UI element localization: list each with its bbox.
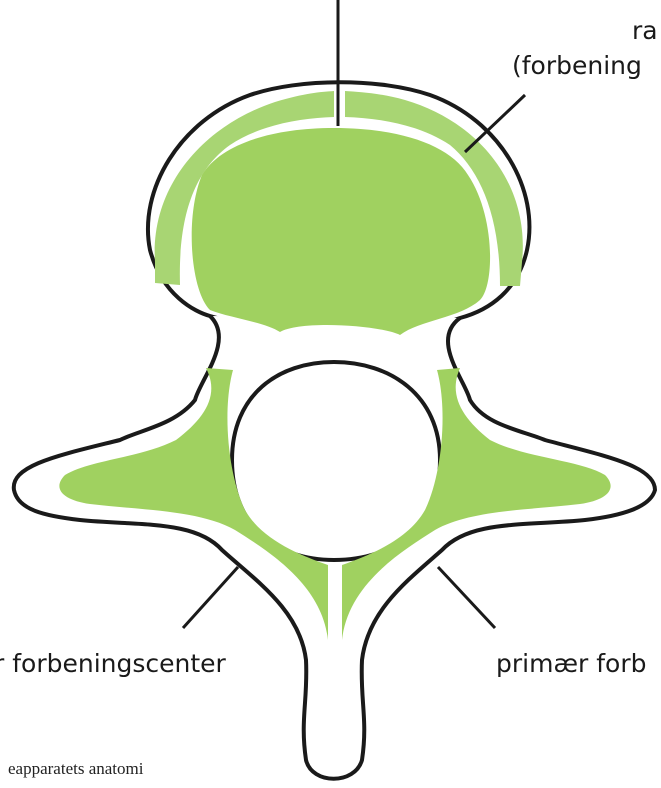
- label-ring-apophysis-line1: ra: [632, 18, 658, 43]
- label-right-ossification-center: primær forb: [496, 651, 646, 676]
- footer-caption: eapparatets anatomi: [8, 759, 143, 779]
- leader-line-left: [183, 567, 238, 628]
- vertebral-body-center: [192, 128, 490, 335]
- label-ring-apophysis-line2: (forbening: [512, 53, 642, 78]
- leader-line-right: [438, 567, 495, 628]
- label-left-ossification-center: r forbeningscenter: [0, 651, 226, 676]
